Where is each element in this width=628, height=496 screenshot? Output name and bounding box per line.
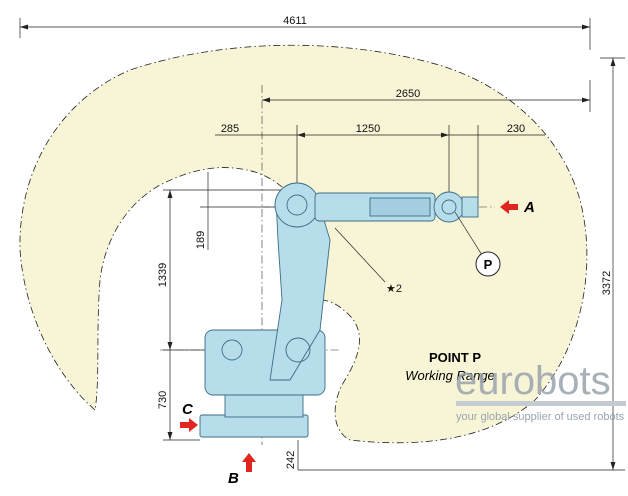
dim-reach: 2650 [396, 88, 420, 100]
robot-wrist-joint [433, 191, 465, 223]
dim-wrist-offset: 230 [507, 123, 525, 135]
robot-illustration [199, 182, 479, 438]
robot-base [224, 394, 304, 418]
watermark-brand: eurobots [455, 359, 611, 403]
watermark-tagline: your global supplier of used robots [456, 411, 625, 423]
dim-upper-arm: 1339 [157, 263, 169, 287]
dimension-arrowheads [20, 24, 616, 470]
point-p-circle [475, 251, 501, 277]
arrow-a-icon [500, 200, 518, 214]
arrow-c-icon [180, 418, 198, 432]
arrow-c-label: C [182, 401, 194, 418]
dim-base-height: 730 [157, 391, 169, 409]
arrow-a-label: A [523, 199, 535, 216]
robot-flange [461, 196, 479, 218]
robot-base-plate [199, 414, 309, 438]
arrow-b-icon [242, 453, 256, 472]
point-p-label: POINT P [429, 350, 481, 365]
dim-base-offset: 285 [221, 123, 239, 135]
working-range-label: Working Range [405, 368, 495, 383]
dim-total-height: 3372 [601, 271, 613, 295]
dim-total-width: 4611 [283, 15, 307, 27]
leader-lines [334, 211, 483, 283]
dim-arm-length: 1250 [356, 123, 380, 135]
dim-floor-height: 242 [285, 451, 297, 469]
watermark-bar [456, 401, 626, 406]
point-p-marker: P [484, 257, 493, 272]
robot-shoulder-joint [274, 182, 320, 228]
working-range-envelope [19, 44, 588, 444]
dim-arm-offset: 189 [195, 231, 207, 249]
note-marker: ★2 [386, 283, 402, 295]
arrow-b-label: B [228, 470, 239, 487]
